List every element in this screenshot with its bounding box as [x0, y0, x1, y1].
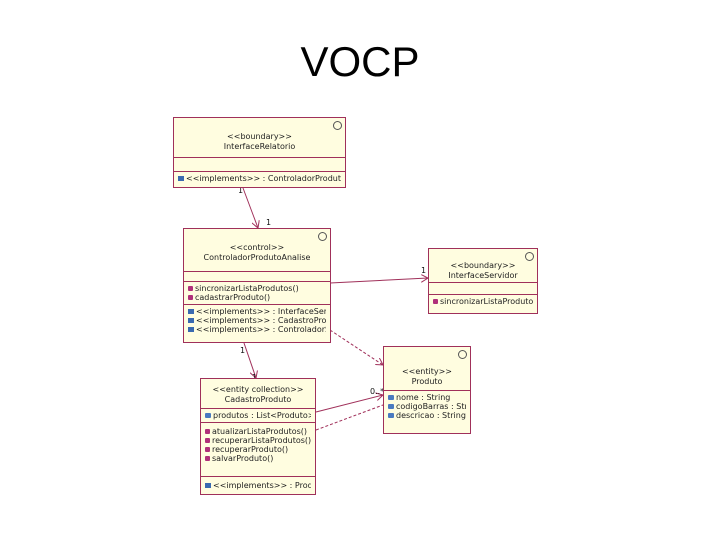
operations-section: atualizarListaProdutos() recuperarListaP…	[201, 423, 315, 477]
link-cadastro-produto-impl	[315, 404, 384, 431]
class-produto[interactable]: <<entity>> Produto nome : String codigoB…	[383, 346, 471, 434]
relation-row: <<implements>> : ControladorServidor()	[188, 325, 326, 334]
operation-row: sincronizarListaProdutos()	[188, 284, 326, 293]
class-header: <<boundary>> InterfaceServidor	[429, 249, 537, 283]
entity-icon	[458, 350, 467, 359]
attributes-section	[429, 283, 537, 295]
mult-controlador-bottom: 1	[240, 346, 246, 355]
attribute-icon	[388, 413, 394, 418]
attributes-section	[184, 272, 330, 282]
link-cadastro-produto	[315, 395, 383, 413]
operation-row: atualizarListaProdutos()	[205, 427, 311, 436]
operations-section: sincronizarListaProdutos() cadastrarProd…	[184, 282, 330, 305]
mult-relatorio: 1	[238, 186, 244, 195]
relations-section: <<implements>> : ControladorProdutoAnali…	[174, 172, 345, 185]
class-controlador-produto-analise[interactable]: <<control>> ControladorProdutoAnalise si…	[183, 228, 331, 343]
relation-row: <<implements>> : InterfaceServidor()	[188, 307, 326, 316]
relation-row: <<implements>> : Produto()	[205, 481, 311, 490]
stereotype-label: <<entity>>	[401, 367, 453, 376]
operation-icon	[205, 429, 210, 434]
operations-section: sincronizarListaProdutos()	[429, 295, 537, 308]
mult-produto: 0..*	[370, 387, 385, 396]
mult-controlador-top: 1	[266, 218, 272, 227]
boundary-icon	[525, 252, 534, 261]
operation-icon	[188, 295, 193, 300]
relation-icon	[205, 483, 211, 488]
stereotype-label: <<boundary>>	[450, 261, 516, 270]
class-header: <<control>> ControladorProdutoAnalise	[184, 229, 330, 272]
operation-icon	[205, 447, 210, 452]
class-header: <<entity collection>> CadastroProduto	[201, 379, 315, 409]
class-cadastro-produto[interactable]: <<entity collection>> CadastroProduto pr…	[200, 378, 316, 495]
mult-servidor: 1	[421, 266, 427, 275]
relation-icon	[188, 318, 194, 323]
link-controlador-produto	[329, 329, 383, 365]
class-interface-servidor[interactable]: <<boundary>> InterfaceServidor sincroniz…	[428, 248, 538, 314]
operation-row: recuperarProduto()	[205, 445, 311, 454]
class-header: <<entity>> Produto	[384, 347, 470, 391]
attributes-section	[174, 158, 345, 172]
class-interface-relatorio[interactable]: <<boundary>> InterfaceRelatorio <<implem…	[173, 117, 346, 188]
stereotype-label: <<boundary>>	[227, 132, 292, 141]
relation-row: <<implements>> : ControladorProdutoAnali…	[178, 174, 341, 183]
class-name: InterfaceServidor	[448, 271, 518, 280]
attribute-icon	[388, 404, 394, 409]
class-name: CadastroProduto	[224, 395, 292, 404]
control-icon	[318, 232, 327, 241]
operation-icon	[188, 286, 193, 291]
operation-row: salvarProduto()	[205, 454, 311, 463]
class-name: Produto	[411, 377, 443, 386]
class-name: InterfaceRelatorio	[223, 142, 296, 151]
attribute-row: descricao : String	[388, 411, 466, 420]
relation-row: <<implements>> : CadastroProduto()	[188, 316, 326, 325]
boundary-icon	[333, 121, 342, 130]
operation-row: cadastrarProduto()	[188, 293, 326, 302]
attribute-row: produtos : List<Produto>	[205, 411, 311, 420]
stereotype-label: <<control>>	[229, 243, 285, 252]
operation-icon	[205, 456, 210, 461]
attributes-section: produtos : List<Produto>	[201, 409, 315, 423]
relations-section: <<implements>> : InterfaceServidor() <<i…	[184, 305, 330, 336]
class-header: <<boundary>> InterfaceRelatorio	[174, 118, 345, 158]
slide-title: VOCP	[300, 38, 420, 85]
relations-section: <<implements>> : Produto()	[201, 477, 315, 492]
mult-cadastro-top: 1	[252, 373, 257, 382]
operation-icon	[205, 438, 210, 443]
relation-icon	[188, 327, 194, 332]
attribute-row: nome : String	[388, 393, 466, 402]
relation-icon	[178, 176, 184, 181]
attribute-icon	[205, 413, 211, 418]
class-name: ControladorProdutoAnalise	[203, 253, 311, 262]
link-relatorio-controlador	[242, 187, 258, 228]
stereotype-label: <<entity collection>>	[212, 385, 304, 394]
operation-icon	[433, 299, 438, 304]
link-controlador-servidor	[329, 278, 428, 284]
attribute-icon	[388, 395, 394, 400]
link-controlador-cadastro	[243, 342, 256, 378]
operation-row: recuperarListaProdutos()	[205, 436, 311, 445]
attributes-section: nome : String codigoBarras : String desc…	[384, 391, 470, 422]
relation-icon	[188, 309, 194, 314]
attribute-row: codigoBarras : String	[388, 402, 466, 411]
operation-row: sincronizarListaProdutos()	[433, 297, 533, 306]
